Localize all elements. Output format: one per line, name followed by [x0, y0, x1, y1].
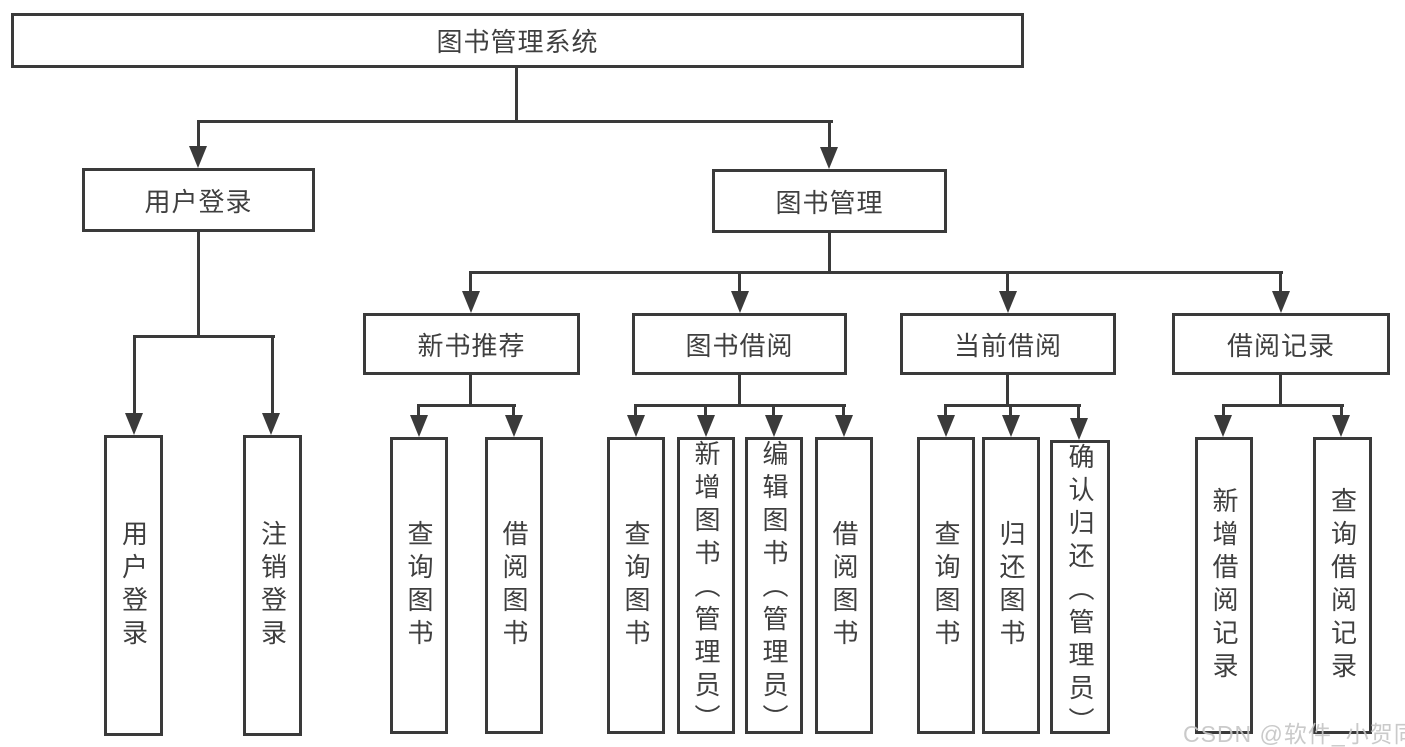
connector-line: [738, 373, 741, 407]
arrow-down-icon: [765, 415, 783, 437]
leaf-cb-return-book: 归还图书: [982, 437, 1040, 734]
leaf-bb-add-book: 新增图书（管理员）: [677, 437, 735, 737]
arrow-down-icon: [262, 413, 280, 435]
arrow-down-icon: [505, 415, 523, 437]
leaf-nbr-borrow-book: 借阅图书: [485, 437, 543, 734]
arrow-down-icon: [1332, 415, 1350, 437]
leaf-bb-query-book: 查询图书: [607, 437, 665, 734]
connector-line: [704, 404, 707, 422]
leaf-label: 借阅图书: [829, 519, 859, 652]
arrow-down-icon: [835, 415, 853, 437]
leaf-user-login: 用户登录: [104, 435, 163, 736]
leaf-br-query-record: 查询借阅记录: [1313, 437, 1372, 734]
leaf-br-add-record: 新增借阅记录: [1195, 437, 1253, 734]
node-label: 借阅记录: [1226, 330, 1335, 361]
connector-line: [417, 404, 420, 422]
connector-line: [1006, 373, 1009, 407]
connector-line: [512, 404, 515, 422]
arrow-down-icon: [1002, 415, 1020, 437]
connector-line: [772, 404, 775, 422]
leaf-cb-query-book: 查询图书: [917, 437, 975, 734]
leaf-label: 新增图书（管理员）: [691, 440, 721, 737]
node-label: 新书推荐: [417, 330, 526, 361]
connector-line: [944, 404, 1081, 407]
node-label: 图书借阅: [685, 330, 794, 361]
connector-line: [271, 335, 274, 419]
leaf-label: 新增借阅记录: [1209, 486, 1239, 685]
arrow-down-icon: [820, 147, 838, 169]
arrow-down-icon: [1070, 418, 1088, 440]
node-new-book-recommend: 新书推荐: [363, 313, 580, 375]
leaf-bb-edit-book: 编辑图书（管理员）: [745, 437, 803, 737]
node-book-management: 图书管理: [712, 169, 947, 233]
connector-line: [1222, 404, 1225, 422]
connector-line: [1279, 271, 1282, 297]
arrow-down-icon: [999, 291, 1017, 313]
node-book-borrow: 图书借阅: [632, 313, 847, 375]
leaf-label: 查询图书: [931, 519, 961, 652]
connector-line: [1340, 404, 1343, 422]
node-user-login-group: 用户登录: [82, 168, 315, 232]
arrow-down-icon: [1214, 415, 1232, 437]
leaf-label: 确认归还（管理员）: [1065, 443, 1095, 740]
node-current-borrow: 当前借阅: [900, 313, 1116, 375]
connector-line: [842, 404, 845, 422]
arrow-down-icon: [627, 415, 645, 437]
connector-line: [828, 121, 831, 153]
node-label: 用户登录: [144, 186, 253, 217]
leaf-label: 查询图书: [404, 519, 434, 652]
arrow-down-icon: [462, 291, 480, 313]
node-label: 图书管理: [775, 187, 884, 218]
connector-line: [133, 335, 275, 338]
watermark-text: CSDN @软件_小贺同学: [1183, 721, 1405, 747]
connector-line: [417, 404, 516, 407]
leaf-label: 编辑图书（管理员）: [759, 440, 789, 737]
connector-line: [469, 271, 1283, 274]
connector-line: [197, 120, 833, 123]
arrow-down-icon: [410, 415, 428, 437]
node-borrow-record: 借阅记录: [1172, 313, 1390, 375]
connector-line: [1077, 404, 1080, 424]
connector-line: [1009, 404, 1012, 422]
connector-line: [1222, 404, 1344, 407]
connector-line: [515, 68, 518, 123]
connector-line: [828, 231, 831, 274]
connector-line: [634, 404, 846, 407]
connector-line: [197, 120, 200, 152]
node-root: 图书管理系统: [11, 13, 1024, 68]
connector-line: [1006, 271, 1009, 297]
connector-line: [634, 404, 637, 422]
leaf-cb-confirm-return: 确认归还（管理员）: [1050, 440, 1110, 740]
arrow-down-icon: [731, 291, 749, 313]
arrow-down-icon: [125, 413, 143, 435]
leaf-bb-borrow-book: 借阅图书: [815, 437, 873, 734]
leaf-label: 查询图书: [621, 519, 651, 652]
arrow-down-icon: [1272, 291, 1290, 313]
connector-line: [1279, 373, 1282, 407]
connector-line: [133, 335, 136, 419]
leaf-label: 归还图书: [996, 519, 1026, 652]
leaf-nbr-query-book: 查询图书: [390, 437, 448, 734]
node-label: 当前借阅: [953, 330, 1062, 361]
arrow-down-icon: [189, 146, 207, 168]
connector-line: [469, 373, 472, 407]
leaf-label: 用户登录: [118, 519, 149, 652]
connector-line: [469, 271, 472, 297]
leaf-label: 借阅图书: [499, 519, 529, 652]
node-label: 图书管理系统: [436, 27, 599, 57]
connector-line: [738, 271, 741, 297]
leaf-label: 注销登录: [257, 519, 288, 652]
connector-line: [944, 404, 947, 422]
leaf-logout: 注销登录: [243, 435, 302, 736]
leaf-label: 查询借阅记录: [1327, 486, 1358, 685]
arrow-down-icon: [697, 415, 715, 437]
arrow-down-icon: [937, 415, 955, 437]
connector-line: [197, 230, 200, 338]
